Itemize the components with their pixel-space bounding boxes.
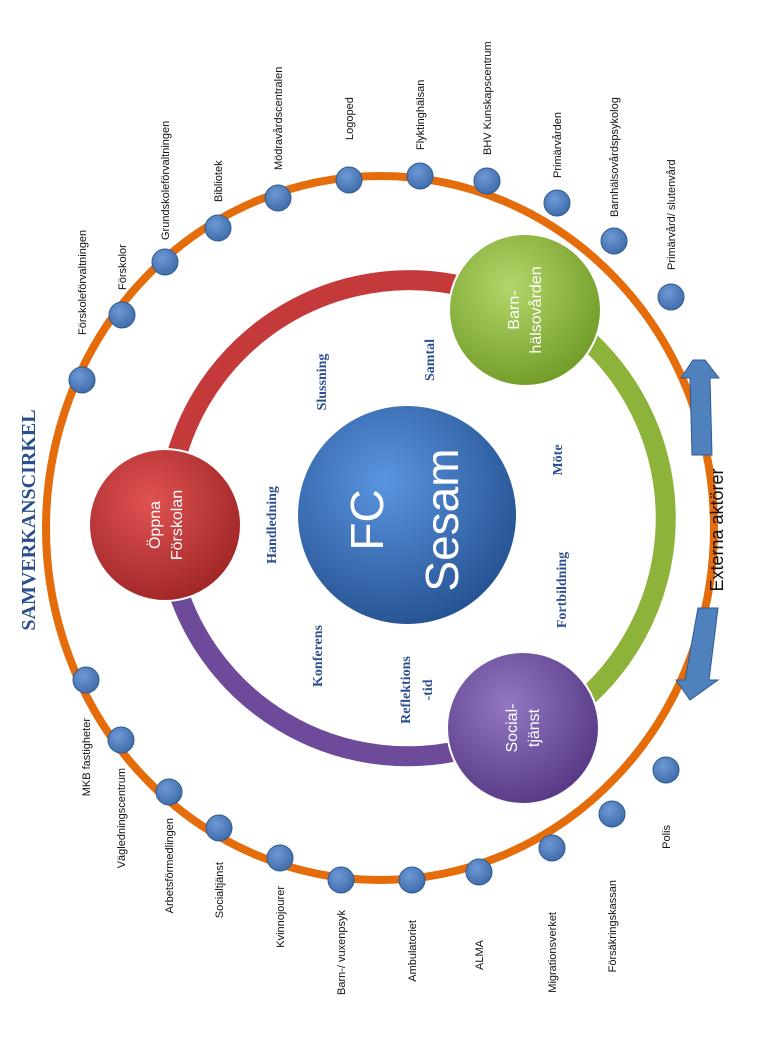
hub-barnhalsovarden xyxy=(448,233,602,387)
actor-bottom-10-label: Polis xyxy=(661,825,673,849)
keyword-reflektions-line2: -tid xyxy=(421,679,436,700)
actor-bottom-2-node xyxy=(155,778,183,806)
actor-top-4-label: Mödravårdscentralen xyxy=(273,67,285,170)
actor-top-4-node xyxy=(264,184,292,212)
keyword-samtal: Samtal xyxy=(423,339,438,381)
inner-ring-purple xyxy=(162,560,480,767)
actor-top-9-label: Barnhälsovårdspsykolog xyxy=(609,97,621,217)
diagram-title: SAMVERKANSCIRKEL xyxy=(18,409,40,630)
actor-bottom-8-label: Migrationsverket xyxy=(547,912,559,993)
center-label-sesam: Sesam xyxy=(416,448,468,591)
actor-top-3-label: Bibliotek xyxy=(213,160,225,202)
hub-barnhalsovarden-line1: Barn- xyxy=(506,290,523,329)
actor-top-5-node xyxy=(335,166,363,194)
arrow-up-icon xyxy=(680,359,721,456)
hub-oppna-forskolan-line1: Öppna xyxy=(146,501,164,549)
actor-bottom-0-node xyxy=(72,666,100,694)
arrow-down-icon xyxy=(675,607,720,701)
keyword-konferens: Konferens xyxy=(311,624,326,687)
external-actors-label: Externa aktörer xyxy=(707,468,727,591)
actor-top-8-label: Primärvården xyxy=(552,112,564,178)
actor-bottom-3-label: Socialtjänst xyxy=(214,862,226,918)
actor-bottom-5-node xyxy=(327,866,355,894)
actor-top-10-label: Primärvård/ slutenvård xyxy=(666,159,678,270)
actor-bottom-9-label: Försäkringskassan xyxy=(607,880,619,972)
actor-bottom-9-node xyxy=(598,800,626,828)
actor-top-1-node xyxy=(108,301,136,329)
actor-bottom-3-node xyxy=(205,814,233,842)
actor-bottom-0-label: MKB fastigheter xyxy=(81,718,93,797)
actor-top-3-node xyxy=(204,214,232,242)
actor-bottom-6-label: Ambulatoriet xyxy=(407,920,419,982)
actor-bottom-5-label: Barn-/ vuxenpsyk xyxy=(336,910,348,995)
actor-bottom-4-label: Kvinnojourer xyxy=(275,886,287,948)
actor-top-6-node xyxy=(406,162,434,190)
actor-top-7-node xyxy=(473,167,501,195)
actor-bottom-2-label: Arbetsförmedlingen xyxy=(164,818,176,913)
actor-top-10-node xyxy=(657,283,685,311)
inner-ring-green xyxy=(550,308,676,728)
outer-ring xyxy=(42,172,718,884)
keyword-handledning: Handledning xyxy=(265,486,280,564)
actor-bottom-6-node xyxy=(398,866,426,894)
actor-bottom-1-label: Vägledningscentrum xyxy=(116,768,128,868)
center-label-fc: FC xyxy=(341,489,393,550)
actor-bottom-7-node xyxy=(465,858,493,886)
hub-socialtjanst-line1: Social- xyxy=(504,704,521,753)
actor-top-8-node xyxy=(543,189,571,217)
actor-bottom-4-node xyxy=(266,844,294,872)
hub-socialtjanst-line2: tjänst xyxy=(526,708,543,747)
keyword-mote: Möte xyxy=(551,444,566,475)
actor-top-2-node xyxy=(151,248,179,276)
actor-nodes-top: Förskoleförvaltningen Förskolor Grundskole… xyxy=(68,41,685,394)
actor-bottom-7-label: ALMA xyxy=(474,939,486,970)
hub-barnhalsovarden-line2: hälsovården xyxy=(527,266,545,353)
keyword-fortbildning: Fortbildning xyxy=(555,552,570,628)
keyword-slussning: Slussning xyxy=(315,354,330,411)
actor-top-5-label: Logoped xyxy=(344,97,356,140)
hub-oppna-forskolan-line2: Förskolan xyxy=(169,490,186,560)
actor-top-6-label: Flyktinghälsan xyxy=(415,80,427,150)
actor-top-9-node xyxy=(600,227,628,255)
keyword-reflektions-line1: Reflektions xyxy=(399,656,414,724)
hub-oppna-forskolan xyxy=(88,448,242,602)
actor-bottom-1-node xyxy=(107,726,135,754)
actor-bottom-10-node xyxy=(652,756,680,784)
actor-top-0-node xyxy=(68,366,96,394)
hub-socialtjanst xyxy=(446,651,600,805)
actor-top-7-label: BHV Kunskapscentrum xyxy=(482,41,494,155)
actor-top-0-label: Förskoleförvaltningen xyxy=(77,230,89,335)
center-circle xyxy=(296,404,518,626)
actor-bottom-8-node xyxy=(538,834,566,862)
actor-top-1-label: Förskolor xyxy=(117,244,129,290)
actor-top-2-label: Grundskoleförvaltningen xyxy=(160,121,172,240)
